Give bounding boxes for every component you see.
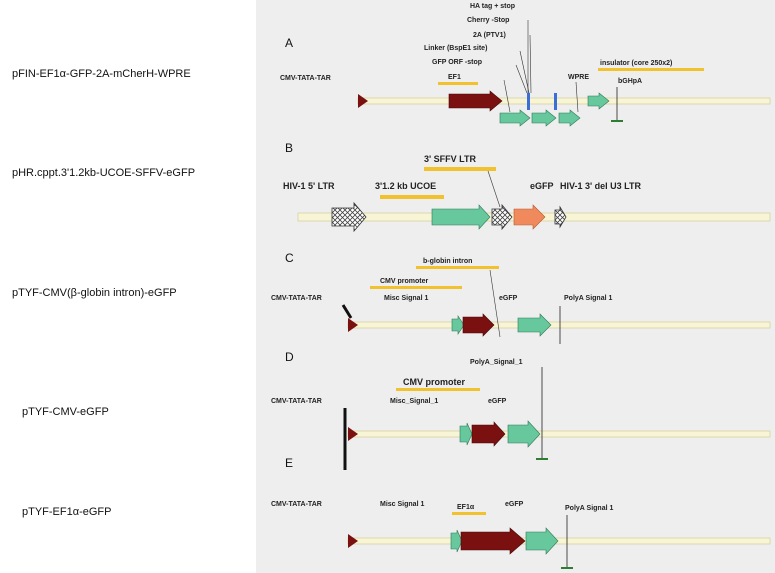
ucoe-bar [380,195,444,199]
cmv-tata-tar-arrow-e [348,534,358,548]
leader-2a [519,50,530,94]
cmv-tick-c [341,304,353,319]
insulator-bar [598,68,704,71]
leader-globin [489,269,501,338]
label-bgh: bGHpA [618,78,642,85]
sffv-bar [424,167,496,171]
cmv-tata-tar-arrow-d [348,427,358,441]
hiv-5-ltr-arrow [331,201,367,233]
leader-sffv [487,170,501,208]
leader-gfp-orf [503,79,511,113]
panel-a: A CMV-TATA-TAR EF1 HA tag + stop Cherry … [280,3,771,127]
label-cmv-d: CMV-TATA-TAR [271,398,322,405]
label-insulator: insulator (core 250x2) [600,60,672,67]
label-cmv-c: CMV-TATA-TAR [271,295,322,302]
panel-b: B HIV-1 5' LTR 3'1.2 kb UCOE 3' SFFV LTR… [283,141,771,233]
leader-cherry [529,34,532,94]
globin-bar [416,266,499,269]
egfp-arrow-d [507,420,541,448]
label-wpre: WPRE [568,74,589,81]
wpre-arrow [587,92,610,110]
label-globin: b-globin intron [423,258,472,265]
label-egfp-b: eGFP [530,181,554,191]
leader-wpre [575,81,579,113]
diagram-background [256,0,775,573]
panel-e: E CMV-TATA-TAR Misc Signal 1 EF1α eGFP P… [271,456,771,569]
cmv-promoter-arrow-c [462,313,495,337]
backbone-a [357,97,771,105]
panel-d: D CMV-TATA-TAR PolyA_Signal_1 CMV promot… [271,350,771,470]
label-cmv-promoter-d: CMV promoter [403,377,466,387]
backbone-c [347,321,771,329]
label-cmv-a: CMV-TATA-TAR [280,75,331,82]
construct-name-c: pTYF-CMV(β-globin intron)-eGFP [12,287,177,299]
label-cherry: Cherry -Stop [467,17,509,24]
label-hiv-3-ltr: HIV-1 3' del U3 LTR [560,181,641,191]
cmv-tata-tar-arrow-a [358,94,368,108]
linker-mark [527,93,530,110]
cmv-promoter-arrow-d [471,421,506,447]
label-ha: HA tag + stop [470,3,515,10]
panel-letter-c: C [285,251,294,265]
ef1-promoter-arrow [448,90,503,112]
gfp-orf-arrow [499,109,531,127]
egfp-arrow-b [513,204,546,230]
misc-signal-arrow-d [459,422,473,446]
label-misc-d: Misc_Signal_1 [390,398,438,405]
ef1a-promoter-arrow [460,527,526,555]
misc-signal-arrow-e [450,529,463,553]
construct-name-a: pFIN-EF1α-GFP-2A-mCherH-WPRE [12,68,191,80]
panel-letter-d: D [285,350,294,364]
label-misc-e: Misc Signal 1 [380,501,424,508]
construct-name-e: pTYF-EF1α-eGFP [22,506,112,518]
ef1-bar [438,82,478,85]
label-ef1a: EF1α [457,504,475,511]
hiv-3-ltr-arrow [554,205,567,229]
label-2a: 2A (PTV1) [473,32,506,39]
construct-name-d: pTYF-CMV-eGFP [22,406,109,418]
cmv-tata-tar-arrow-c [348,318,358,332]
misc-signal-arrow-c [451,315,465,335]
label-cmv-e: CMV-TATA-TAR [271,501,322,508]
ha-tag-arrow [558,109,581,127]
panel-c: C CMV-TATA-TAR b-globin intron CMV promo… [271,251,771,344]
label-egfp-c: eGFP [499,295,518,302]
label-hiv-5-ltr: HIV-1 5' LTR [283,181,335,191]
egfp-arrow-c [517,313,552,337]
label-linker: Linker (BspE1 site) [424,45,487,52]
cmv-promoter-bar-c [370,286,462,289]
label-gfp-orf: GFP ORF -stop [432,59,482,66]
panel-letter-e: E [285,456,293,470]
label-ef1: EF1 [448,74,461,81]
label-polya-d: PolyA_Signal_1 [470,359,523,366]
panel-letter-b: B [285,141,293,155]
2a-mark [554,93,557,110]
egfp-arrow-e [525,527,559,555]
ucoe-arrow [431,204,491,230]
label-sffv: 3' SFFV LTR [424,154,476,164]
label-egfp-e: eGFP [505,501,524,508]
label-ucoe: 3'1.2 kb UCOE [375,181,436,191]
label-polya-c: PolyA Signal 1 [564,295,612,302]
label-misc-c: Misc Signal 1 [384,295,428,302]
leader-linker [515,64,528,94]
ef1a-bar [452,512,486,515]
cherry-arrow [531,109,557,127]
sffv-ltr-arrow [491,203,513,231]
cmv-promoter-bar-d [396,388,480,391]
construct-name-b: pHR.cppt.3'1.2kb-UCOE-SFFV-eGFP [12,167,196,179]
panel-letter-a: A [285,36,293,50]
backbone-e [347,537,771,545]
backbone-d [347,430,771,438]
label-polya-e: PolyA Signal 1 [565,505,613,512]
label-cmv-promoter-c: CMV promoter [380,278,429,285]
label-egfp-d: eGFP [488,398,507,405]
